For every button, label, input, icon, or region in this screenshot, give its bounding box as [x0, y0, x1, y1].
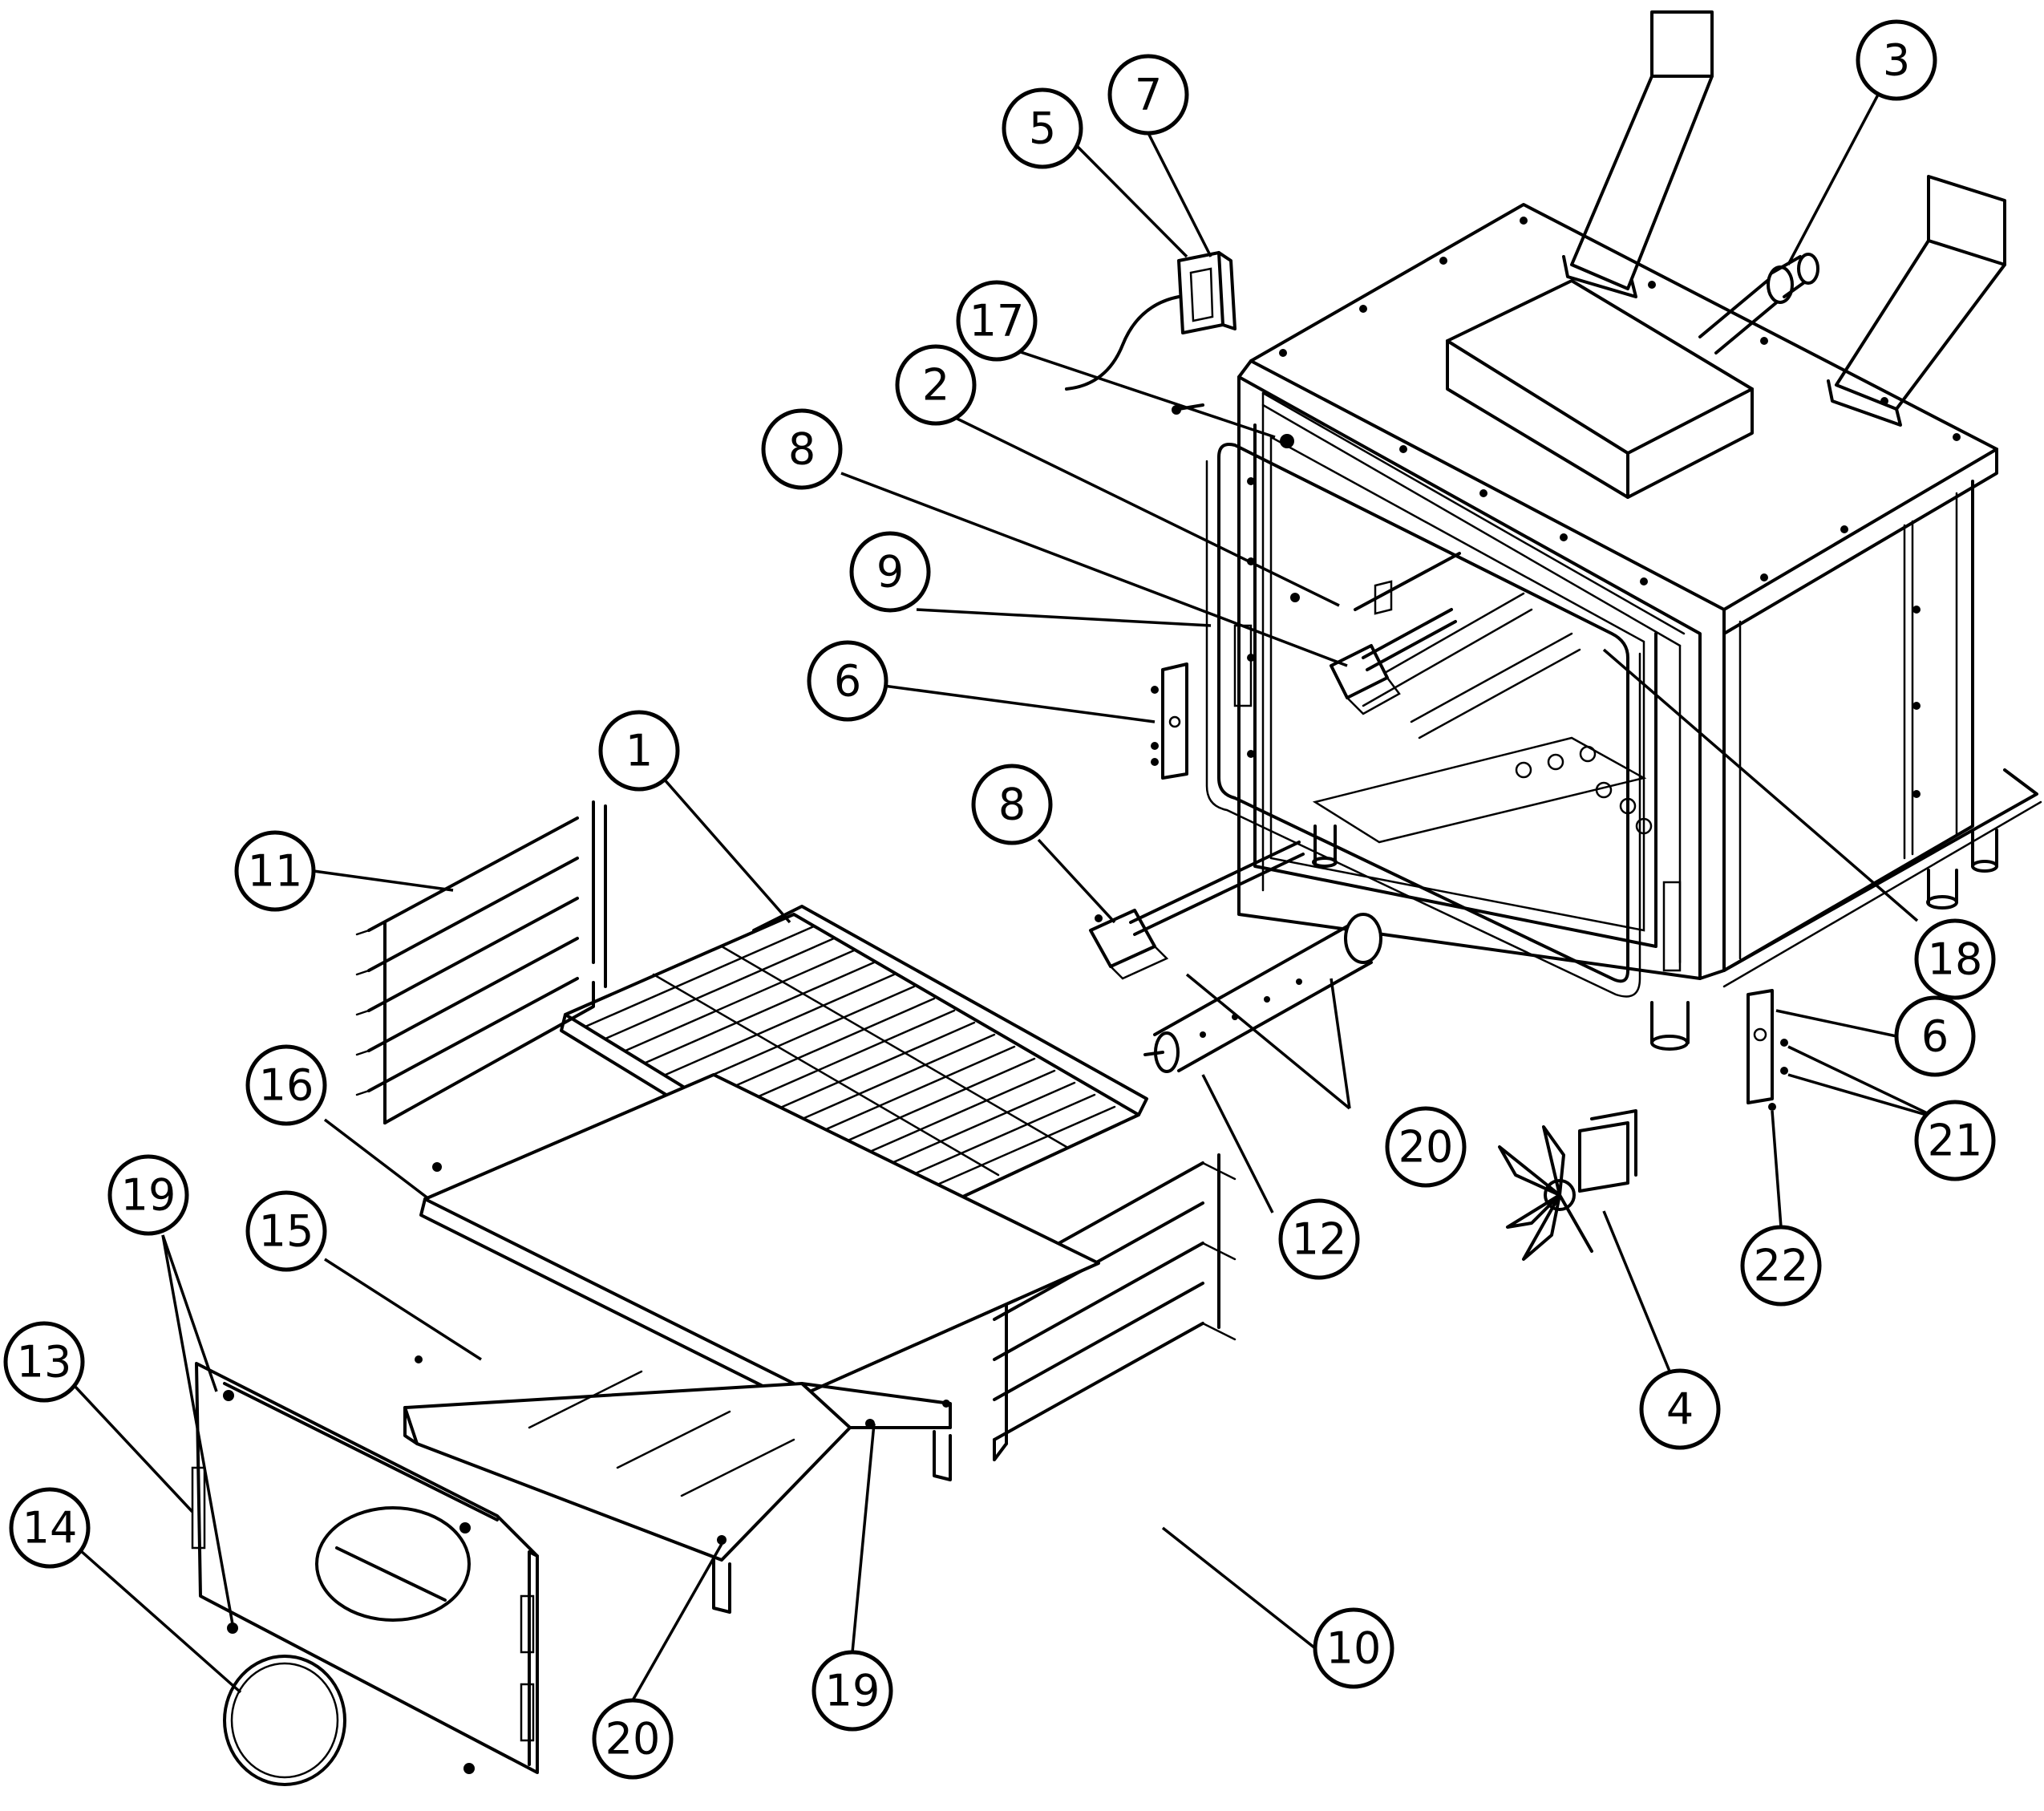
callout-21: 21	[1914, 1100, 1996, 1181]
callout-7: 7	[1107, 54, 1189, 136]
callout-15: 15	[245, 1190, 327, 1272]
part-10-right-rack	[993, 1153, 1237, 1461]
callout-20-upper: 20	[1385, 1106, 1467, 1188]
callout-8-upper: 8	[761, 408, 843, 490]
callout-2: 2	[895, 344, 977, 426]
callout-6-lower: 6	[1894, 995, 1976, 1077]
svg-text:12: 12	[1292, 1214, 1347, 1265]
callout-13: 13	[3, 1321, 85, 1403]
svg-text:1: 1	[625, 726, 653, 776]
callout-11: 11	[234, 830, 316, 912]
callout-3: 3	[1856, 19, 1937, 101]
svg-text:6: 6	[834, 656, 861, 707]
svg-text:19: 19	[825, 1666, 880, 1716]
part-6-lower-hinge	[1747, 989, 1788, 1111]
callout-22: 22	[1740, 1225, 1822, 1307]
callout-19-left: 19	[107, 1154, 189, 1236]
part-12-burner-tube	[1143, 913, 1382, 1073]
svg-text:15: 15	[259, 1206, 314, 1257]
part-2-rod	[1354, 552, 1461, 615]
oven-cabinet	[1205, 203, 2042, 1051]
svg-text:22: 22	[1754, 1241, 1809, 1291]
svg-text:8: 8	[788, 424, 816, 475]
part-13-front-panel	[191, 1362, 539, 1774]
part-8-upper-element	[1330, 608, 1457, 715]
svg-text:14: 14	[22, 1503, 78, 1554]
callout-9: 9	[849, 531, 931, 613]
svg-text:18: 18	[1928, 934, 1983, 985]
flue-stack-right	[1827, 175, 2006, 427]
callout-19-right: 19	[812, 1650, 893, 1732]
svg-text:11: 11	[248, 846, 303, 897]
callout-20-lower: 20	[592, 1698, 674, 1780]
part-5-7-switch-assembly	[1065, 251, 1237, 391]
callout-4: 4	[1639, 1368, 1721, 1450]
callout-1: 1	[598, 710, 680, 792]
leader-lines	[73, 82, 1938, 1701]
part-17-screw	[1172, 403, 1204, 415]
svg-text:20: 20	[1398, 1122, 1454, 1173]
motor-housing-box	[1446, 279, 1754, 499]
svg-text:13: 13	[17, 1337, 72, 1388]
callout-14: 14	[9, 1487, 91, 1569]
part-8-lower-element	[1089, 841, 1305, 980]
callout-17: 17	[956, 280, 1038, 362]
callout-16: 16	[245, 1044, 327, 1126]
svg-text:9: 9	[876, 547, 904, 598]
callout-10: 10	[1313, 1607, 1394, 1689]
callout-5: 5	[1002, 87, 1083, 169]
svg-text:3: 3	[1883, 35, 1910, 86]
oven-legs	[1312, 824, 1998, 1051]
svg-text:2: 2	[922, 360, 949, 411]
svg-text:17: 17	[969, 296, 1025, 346]
part-15-bottom-panel	[403, 1355, 952, 1614]
part-4-fan-motor	[1498, 1109, 1637, 1261]
svg-text:21: 21	[1928, 1116, 1983, 1166]
callout-6-upper: 6	[807, 640, 888, 722]
part-14-gasket-ring	[223, 1655, 346, 1786]
svg-text:10: 10	[1326, 1623, 1382, 1674]
svg-text:20: 20	[605, 1714, 661, 1764]
svg-text:8: 8	[998, 780, 1026, 830]
part-3-pipe	[1698, 253, 1819, 355]
svg-text:19: 19	[121, 1170, 176, 1221]
part-6-upper-hinge	[1151, 662, 1188, 780]
svg-text:16: 16	[259, 1060, 314, 1111]
callout-12: 12	[1278, 1198, 1360, 1280]
callout-18: 18	[1914, 918, 1996, 1000]
flue-stack-left	[1562, 10, 1714, 298]
svg-text:4: 4	[1666, 1384, 1694, 1435]
part-11-left-rack	[355, 800, 607, 1124]
callout-8-lower: 8	[971, 764, 1053, 845]
svg-text:6: 6	[1921, 1011, 1949, 1062]
svg-text:5: 5	[1029, 103, 1056, 154]
svg-text:7: 7	[1135, 70, 1162, 120]
